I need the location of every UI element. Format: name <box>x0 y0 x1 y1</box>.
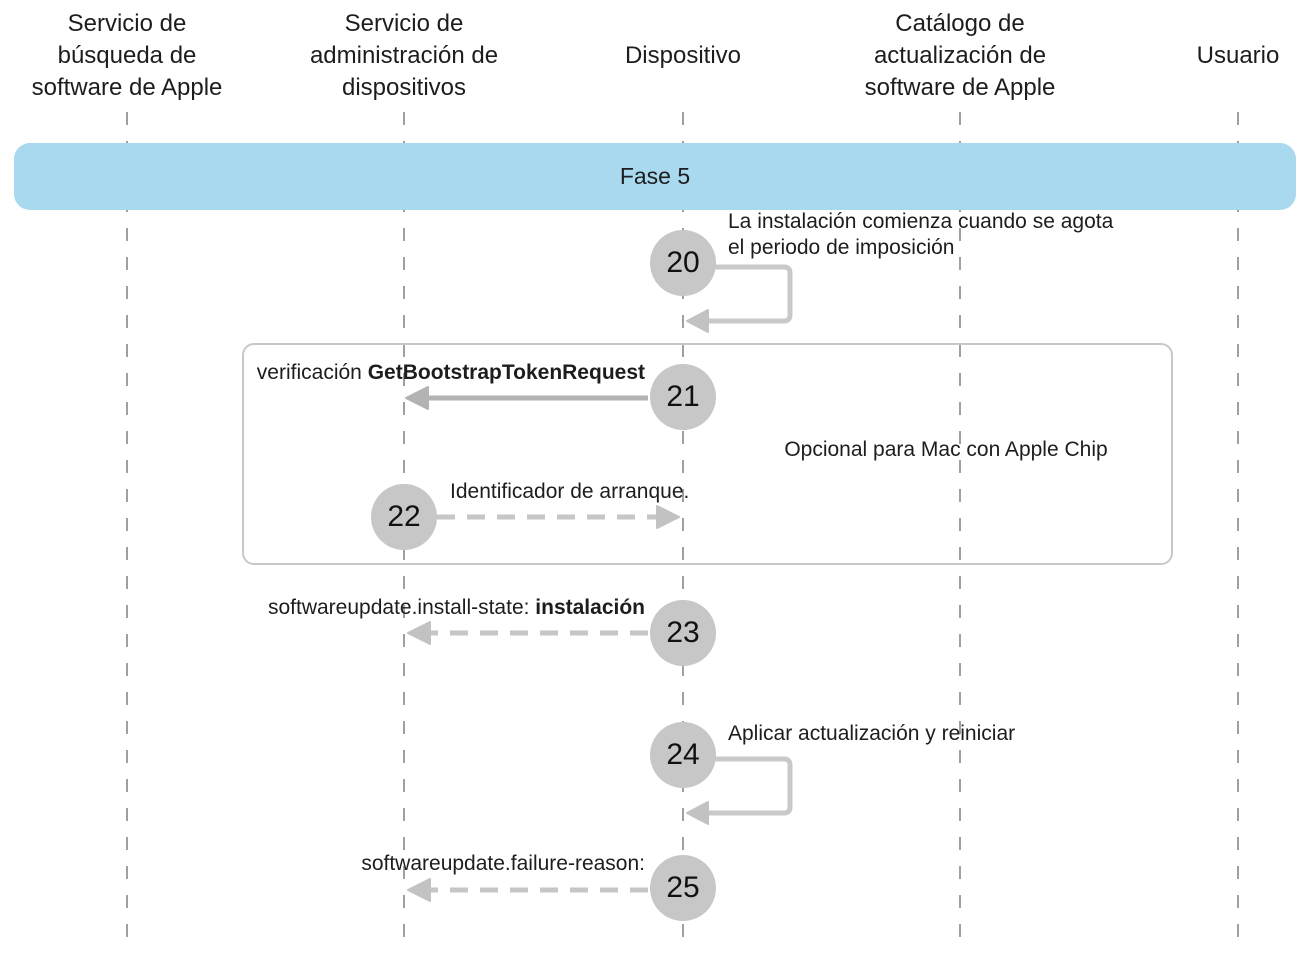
step-number: 21 <box>666 380 700 413</box>
solid-arrowhead-21 <box>405 386 429 410</box>
message-label-23: softwareupdate.install-state: instalació… <box>245 595 645 621</box>
lane-header-line: Dispositivo <box>624 42 742 69</box>
message-text: softwareupdate.install-state: <box>267 596 536 619</box>
message-text: Identificador de arranque. <box>450 480 690 503</box>
lane-header-device: Dispositivo <box>556 8 810 104</box>
message-label-22: Identificador de arranque. <box>450 479 689 505</box>
optional-group-label: Opcional para Mac con Apple Chip <box>784 438 1108 461</box>
lane-header-line: Catálogo de <box>895 10 1025 37</box>
dashed-arrowhead-22 <box>656 505 680 529</box>
step-number: 25 <box>666 871 700 904</box>
message-text: Aplicar actualización y reiniciar <box>728 722 1016 745</box>
lane-header-software-update-catalog: Catálogo de actualización de software de… <box>833 8 1087 104</box>
lane-header-line: dispositivos <box>341 74 467 101</box>
optional-group-box <box>242 343 1173 565</box>
message-label-21: verificación GetBootstrapTokenRequest <box>245 360 645 386</box>
message-label-25: softwareupdate.failure-reason: <box>245 851 645 877</box>
message-code: instalación <box>535 596 645 619</box>
message-label-20: La instalación comienza cuando se agota … <box>728 209 1113 261</box>
dashed-arrowhead-23 <box>407 621 431 645</box>
step-circle-21: 21 <box>650 364 716 430</box>
phase-banner: Fase 5 <box>14 143 1296 210</box>
step-number: 22 <box>387 500 421 533</box>
step-circle-23: 23 <box>650 600 716 666</box>
message-label-24: Aplicar actualización y reiniciar <box>728 721 1015 747</box>
phase-label: Fase 5 <box>619 163 691 189</box>
message-line: La instalación comienza cuando se agota <box>728 210 1114 233</box>
lane-header-line: Usuario <box>1196 42 1280 69</box>
lane-header-line: búsqueda de <box>57 42 197 69</box>
lane-header-line: administración de <box>309 42 499 69</box>
self-loop-arrow-24 <box>707 756 793 816</box>
message-code: GetBootstrapTokenRequest <box>367 361 645 384</box>
lane-header-line: Servicio de <box>67 10 187 37</box>
step-circle-22: 22 <box>371 484 437 550</box>
step-number: 23 <box>666 616 700 649</box>
step-number: 20 <box>666 246 700 279</box>
step-circle-24: 24 <box>650 722 716 788</box>
lane-header-line: Servicio de <box>344 10 464 37</box>
lane-header-mdm-service: Servicio de administración de dispositiv… <box>277 8 531 104</box>
step-circle-25: 25 <box>650 855 716 921</box>
self-loop-arrow-20 <box>707 264 793 324</box>
lane-header-software-lookup-service: Servicio de búsqueda de software de Appl… <box>0 8 254 104</box>
step-circle-20: 20 <box>650 230 716 296</box>
lane-header-user: Usuario <box>1111 8 1303 104</box>
dashed-arrowhead-25 <box>407 878 431 902</box>
self-loop-arrowhead-24 <box>686 801 709 825</box>
message-text: verificación <box>256 361 368 384</box>
lane-header-line: software de Apple <box>31 74 223 101</box>
message-text: softwareupdate.failure-reason: <box>361 852 645 875</box>
self-loop-arrowhead-20 <box>686 309 709 333</box>
lane-header-line: software de Apple <box>864 74 1056 101</box>
message-line: el periodo de imposición <box>728 236 955 259</box>
step-number: 24 <box>666 738 700 771</box>
lane-header-line: actualización de <box>873 42 1047 69</box>
